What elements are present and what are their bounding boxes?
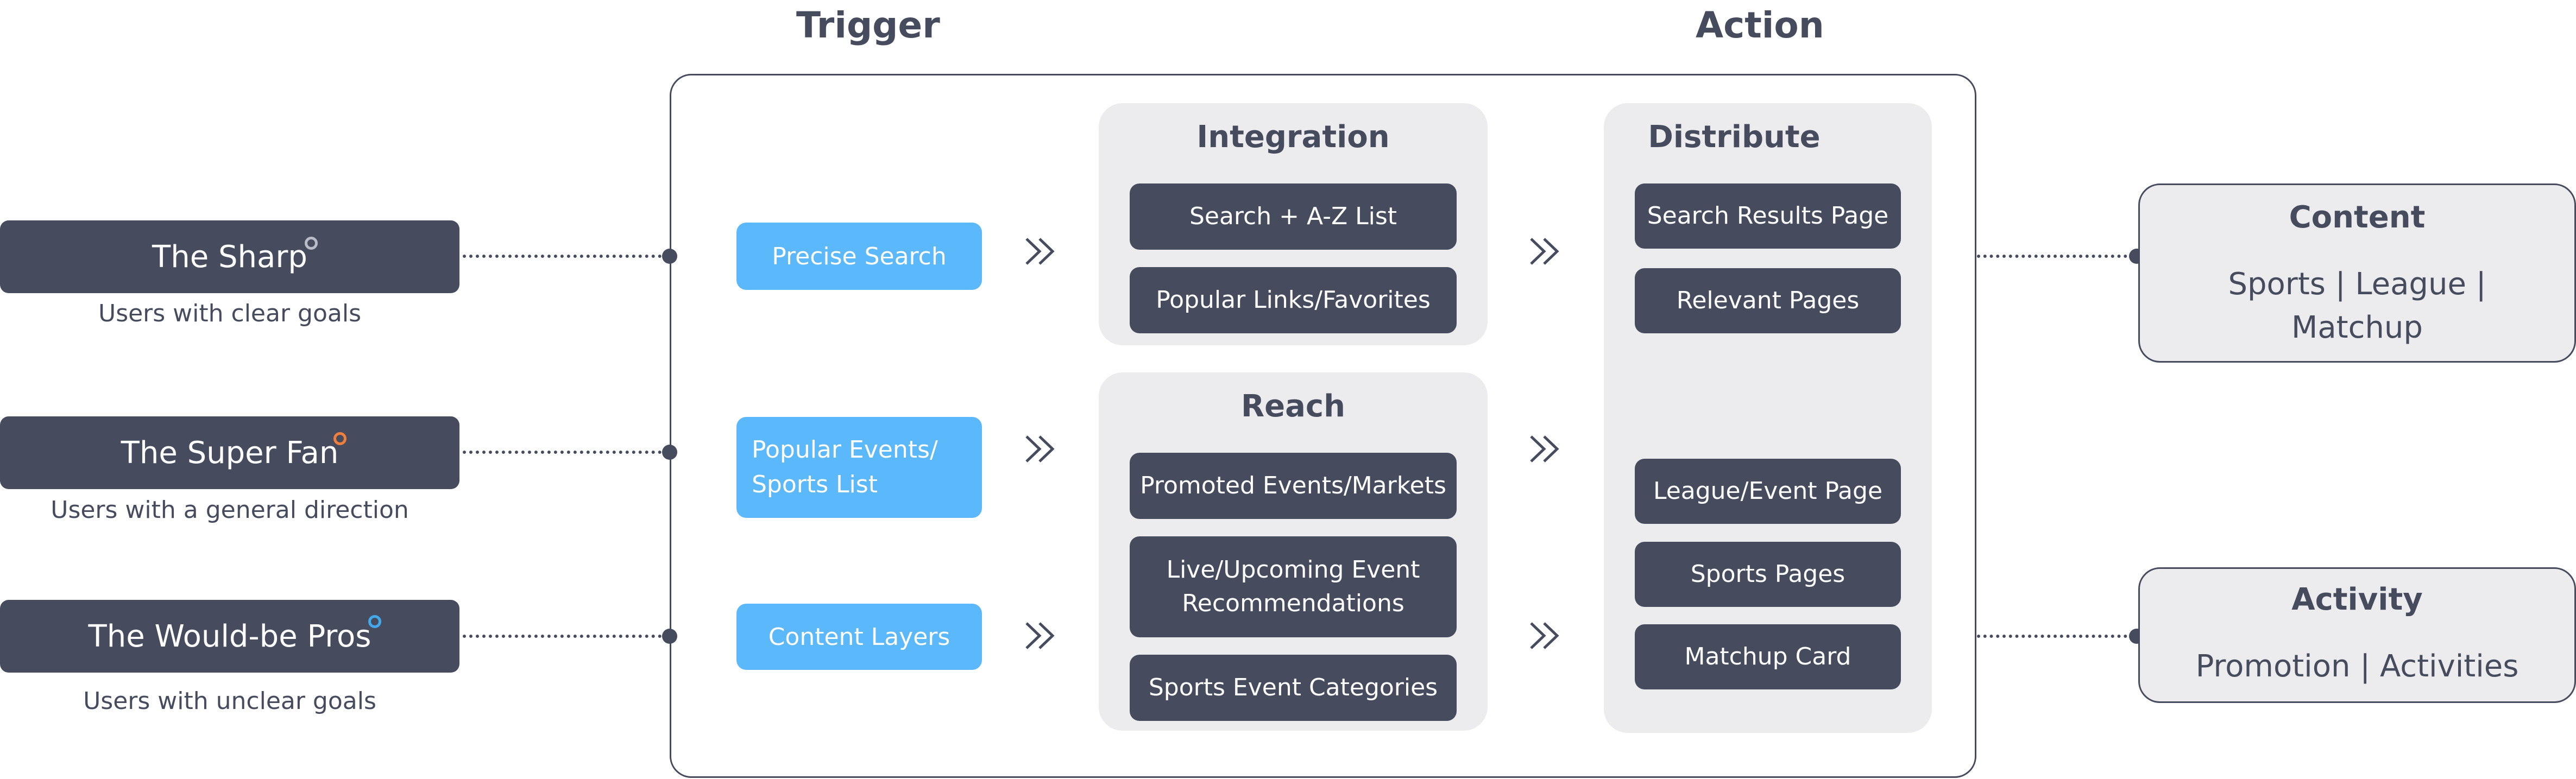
persona-the-super-fan-dot-icon (333, 432, 347, 445)
precise-search-trigger[interactable]: Precise Search (736, 223, 982, 290)
integration-title: Integration (1196, 119, 1390, 155)
persona-the-sharp-label: The Sharp (152, 239, 307, 275)
double-chevron-right-icon (1530, 238, 1559, 265)
trigger-header: Trigger (796, 4, 940, 46)
distribute-item-relevant-pages[interactable]: Relevant Pages (1635, 268, 1901, 333)
persona-the-sharp-dot-icon (305, 237, 318, 250)
reach-item-sports-event-categories-label: Sports Event Categories (1148, 674, 1438, 701)
connector-would-be-pros (463, 635, 668, 638)
persona-the-super-fan-label: The Super Fan (121, 435, 339, 471)
integration-item-popular-links-label: Popular Links/Favorites (1156, 286, 1431, 314)
popular-events-trigger[interactable]: Popular Events/ Sports List (736, 417, 982, 518)
persona-the-super-fan[interactable]: The Super Fan (0, 416, 459, 489)
distribute-item-matchup-card[interactable]: Matchup Card (1635, 624, 1901, 689)
double-chevron-right-icon (1025, 435, 1055, 463)
activity-result-body: Promotion | Activities (2138, 645, 2576, 688)
activity-result-line1: Promotion | Activities (2195, 649, 2519, 684)
popular-events-label-line2: Sports List (752, 471, 878, 498)
persona-the-would-be-pros-label: The Would-be Pros (88, 618, 371, 654)
reach-item-sports-event-categories[interactable]: Sports Event Categories (1130, 655, 1457, 721)
connector-super-fan (463, 451, 668, 454)
content-result-line2: Matchup (2291, 310, 2423, 345)
distribute-item-sports-pages[interactable]: Sports Pages (1635, 542, 1901, 607)
connector-would-be-pros-node (662, 629, 677, 644)
reach-item-promoted-events[interactable]: Promoted Events/Markets (1130, 453, 1457, 519)
reach-item-live-upcoming-line2: Recommendations (1182, 590, 1404, 617)
reach-title: Reach (1241, 389, 1345, 424)
distribute-item-search-results[interactable]: Search Results Page (1635, 183, 1901, 249)
connector-sharp (463, 255, 668, 258)
persona-the-would-be-pros-dot-icon (368, 615, 381, 628)
distribute-item-sports-pages-label: Sports Pages (1690, 560, 1846, 588)
persona-the-sharp-caption: Users with clear goals (98, 300, 362, 327)
double-chevron-right-icon (1530, 435, 1559, 463)
persona-the-super-fan-caption: Users with a general direction (51, 496, 409, 524)
content-result-title: Content (2289, 200, 2426, 235)
connector-super-fan-node (662, 445, 677, 460)
persona-the-would-be-pros-caption: Users with unclear goals (83, 687, 376, 715)
action-header: Action (1696, 4, 1824, 46)
content-result-line1: Sports | League | (2228, 267, 2486, 302)
double-chevron-right-icon (1025, 622, 1055, 649)
connector-content (1977, 255, 2140, 258)
flow-frame (670, 74, 1976, 778)
activity-result-title: Activity (2291, 582, 2423, 617)
content-result-box (2138, 183, 2576, 363)
distribute-item-league-event[interactable]: League/Event Page (1635, 459, 1901, 524)
distribute-item-relevant-pages-label: Relevant Pages (1676, 287, 1860, 314)
activity-result-box (2138, 567, 2576, 703)
persona-the-would-be-pros[interactable]: The Would-be Pros (0, 600, 459, 673)
content-result-body: Sports | League | Matchup (2138, 263, 2576, 350)
distribute-item-matchup-card-label: Matchup Card (1684, 643, 1851, 670)
content-layers-trigger[interactable]: Content Layers (736, 604, 982, 670)
popular-events-label-line1: Popular Events/ (752, 436, 938, 464)
persona-the-sharp[interactable]: The Sharp (0, 220, 459, 293)
connector-sharp-node (662, 249, 677, 264)
distribute-item-league-event-label: League/Event Page (1653, 477, 1883, 505)
distribute-title: Distribute (1648, 119, 1821, 155)
content-layers-label: Content Layers (768, 623, 950, 651)
double-chevron-right-icon (1530, 622, 1559, 649)
reach-item-promoted-events-label: Promoted Events/Markets (1140, 472, 1446, 499)
reach-item-live-upcoming[interactable]: Live/Upcoming Event Recommendations (1130, 536, 1457, 637)
integration-item-popular-links[interactable]: Popular Links/Favorites (1130, 267, 1457, 333)
precise-search-label: Precise Search (772, 242, 947, 270)
double-chevron-right-icon (1025, 238, 1055, 265)
integration-item-search-az-label: Search + A-Z List (1189, 202, 1397, 230)
integration-item-search-az[interactable]: Search + A-Z List (1130, 183, 1457, 250)
distribute-item-search-results-label: Search Results Page (1647, 202, 1889, 230)
connector-activity (1977, 635, 2140, 638)
reach-item-live-upcoming-line1: Live/Upcoming Event (1166, 556, 1420, 584)
